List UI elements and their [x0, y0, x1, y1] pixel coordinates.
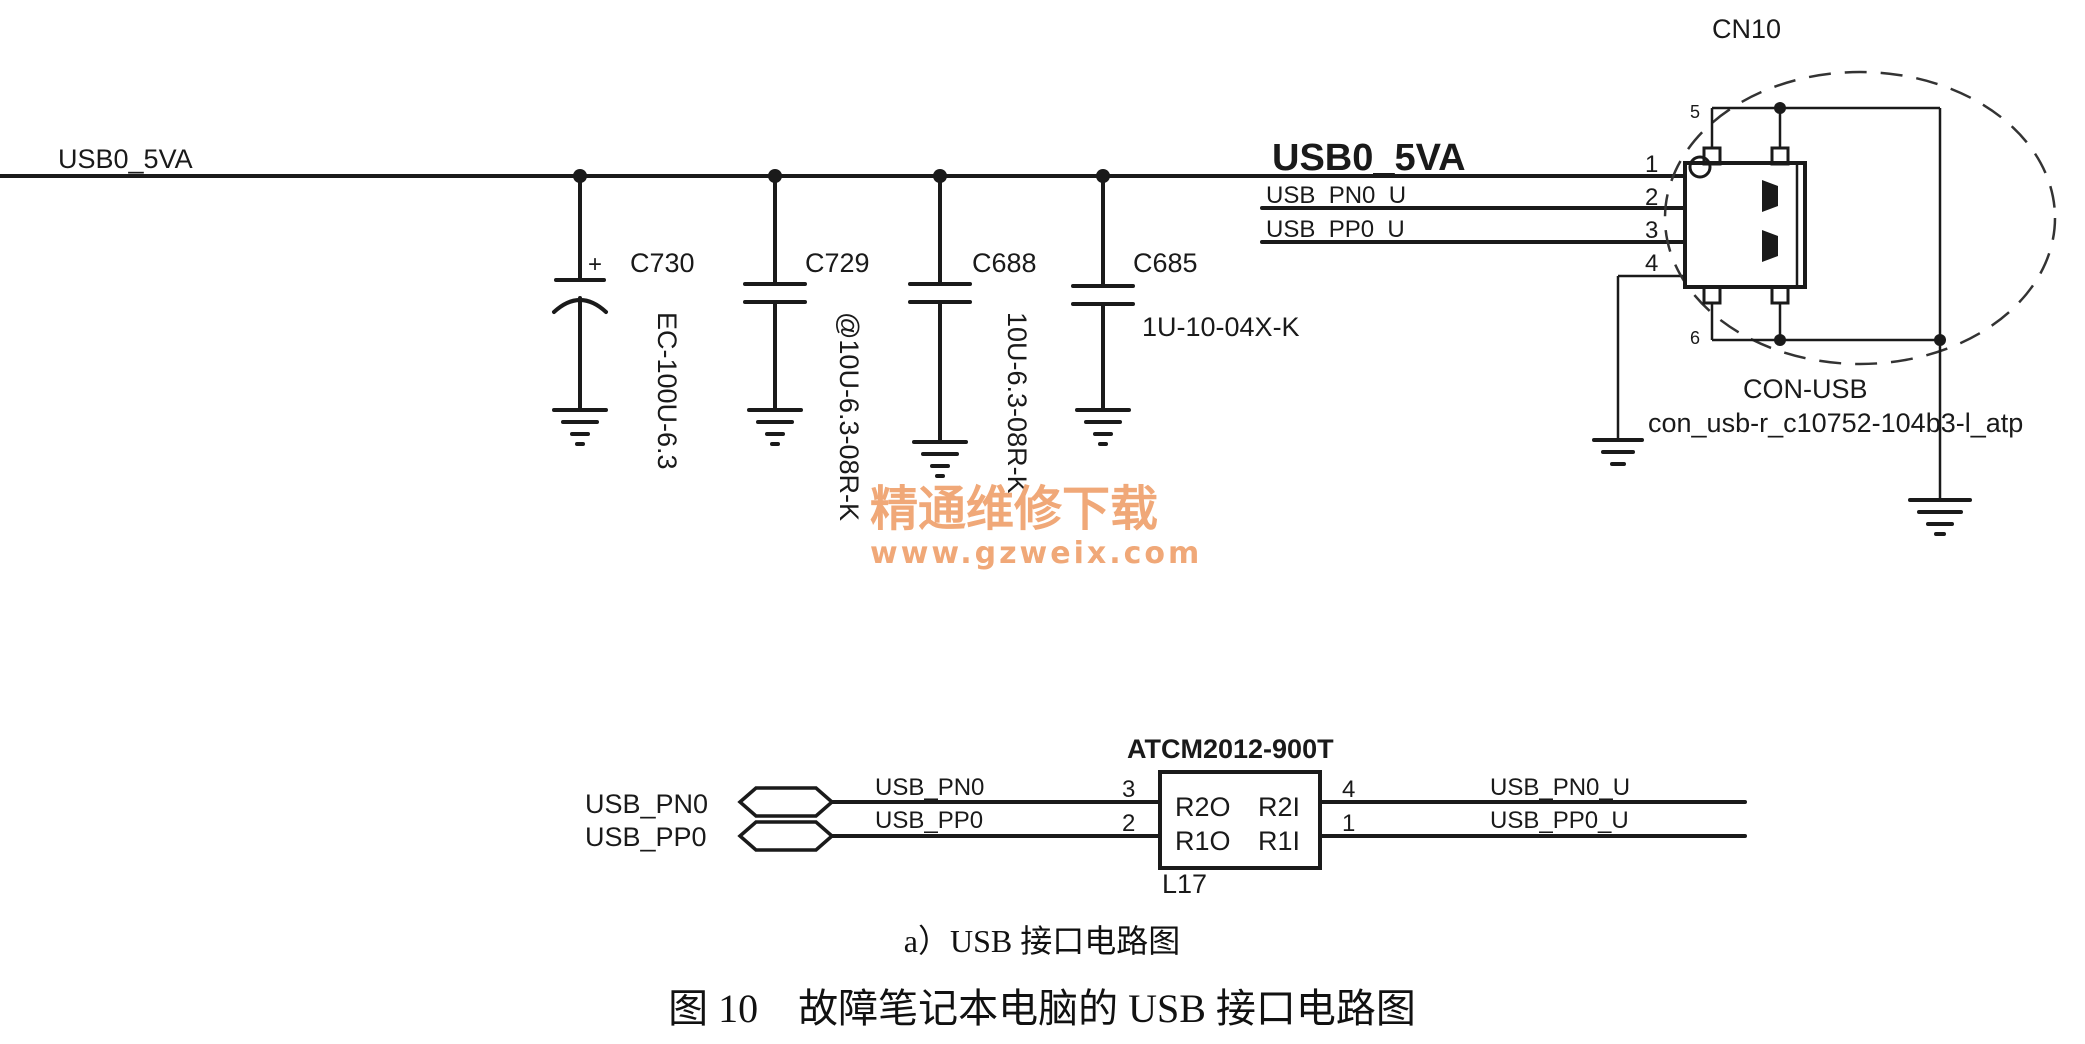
capacitor-c730: +	[552, 174, 608, 446]
signal-pn0-u: USB_PN0_U	[1266, 182, 1406, 209]
cn10-pin-3: 3	[1645, 217, 1658, 244]
port-usb-pn0: USB_PN0	[585, 789, 708, 819]
cn10-pin-1: 1	[1645, 151, 1658, 178]
subcaption: a）USB 接口电路图	[904, 923, 1180, 959]
connector-cn10	[1663, 70, 2057, 536]
cn10-pin-4: 4	[1645, 250, 1658, 277]
choke-ref: L17	[1162, 869, 1207, 899]
choke-pin-r1i: R1I	[1258, 826, 1300, 856]
cn10-pin-2: 2	[1645, 184, 1658, 211]
cn10-ref: CN10	[1712, 14, 1781, 44]
watermark-url: www.gzweix.com	[870, 536, 1202, 571]
c685-value: 1U-10-04X-K	[1142, 312, 1300, 342]
watermark-cn: 精通维修下载	[870, 481, 1158, 537]
net-label-left: USB0_5VA	[58, 144, 193, 174]
capacitor-c688	[908, 174, 972, 478]
c685-ref: C685	[1133, 248, 1198, 278]
capacitor-c685	[1071, 174, 1135, 446]
choke-output-wires	[1318, 800, 1747, 838]
wire-usb-pn0-u: USB_PN0_U	[1490, 774, 1630, 801]
capacitor-c729	[743, 174, 807, 446]
connector-footprint: con_usb-r_c10752-104b3-l_atp	[1648, 408, 2023, 438]
c730-ref: C730	[630, 248, 695, 278]
signal-pp0-u: USB_PP0_U	[1266, 216, 1405, 243]
net-label-bus: USB0_5VA	[1272, 137, 1466, 179]
usb-data-lines	[1260, 206, 1687, 466]
cn10-pin-6: 6	[1690, 328, 1700, 348]
c688-ref: C688	[972, 248, 1037, 278]
choke-pin-3: 3	[1122, 776, 1135, 803]
c729-ref: C729	[805, 248, 870, 278]
port-usb-pp0: USB_PP0	[585, 822, 707, 852]
wire-usb-pp0-u: USB_PP0_U	[1490, 807, 1629, 834]
input-port-symbols	[737, 786, 835, 852]
choke-pin-r1o: R1O	[1175, 826, 1231, 856]
wire-usb-pp0: USB_PP0	[875, 807, 983, 834]
choke-pin-r2o: R2O	[1175, 792, 1231, 822]
c688-value: 10U-6.3-08R-K	[1002, 312, 1032, 494]
c730-value: EC-100U-6.3	[652, 312, 682, 470]
choke-pin-4: 4	[1342, 776, 1355, 803]
cn10-pin-5: 5	[1690, 102, 1700, 122]
connector-type: CON-USB	[1743, 374, 1868, 404]
choke-part: ATCM2012-900T	[1127, 734, 1334, 764]
wire-usb-pn0: USB_PN0	[875, 774, 984, 801]
choke-pin-r2i: R2I	[1258, 792, 1300, 822]
choke-input-wires	[830, 800, 1162, 838]
figure-caption: 图 10 故障笔记本电脑的 USB 接口电路图	[668, 986, 1416, 1031]
choke-pin-1: 1	[1342, 810, 1355, 837]
common-mode-choke-l17	[1158, 770, 1322, 870]
svg-text:+: +	[588, 251, 602, 278]
c729-value: @10U-6.3-08R-K	[834, 312, 864, 521]
choke-pin-2: 2	[1122, 810, 1135, 837]
